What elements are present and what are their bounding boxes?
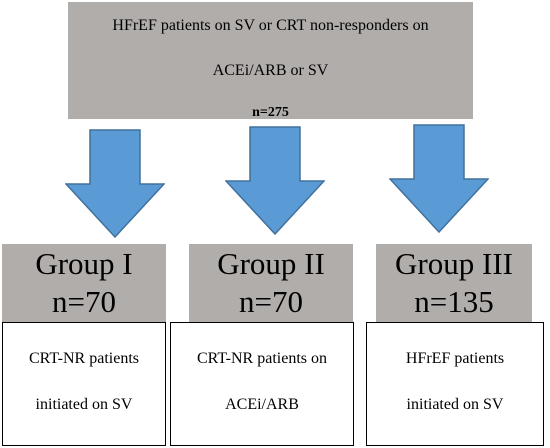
down-arrow-icon	[389, 124, 489, 234]
group-1-description-box: CRT-NR patients initiated on SV	[2, 322, 166, 446]
group-2-header: Group II n=70	[189, 244, 353, 322]
group-3-name: Group III	[395, 246, 513, 281]
group-1-count: n=70	[52, 284, 116, 319]
group-2-description-line-2: ACEi/ARB	[225, 396, 299, 413]
source-population-box: HFrEF patients on SV or CRT non-responde…	[68, 2, 473, 120]
group-3-description-line-2: initiated on SV	[406, 396, 504, 413]
group-2-description-box: CRT-NR patients on ACEi/ARB	[170, 322, 354, 446]
group-3-description-line-1: HFrEF patients	[405, 350, 505, 367]
group-1-name: Group I	[35, 246, 133, 281]
source-population-line-2: ACEi/ARB or SV	[212, 62, 329, 79]
source-population-line-1: HFrEF patients on SV or CRT non-responde…	[112, 17, 429, 34]
group-3-description-box: HFrEF patients initiated on SV	[366, 322, 544, 446]
down-arrow-icon	[225, 126, 325, 236]
group-1-description-line-2: initiated on SV	[35, 396, 133, 413]
group-2-name: Group II	[217, 246, 325, 281]
group-1-header: Group I n=70	[2, 244, 166, 322]
down-arrow-icon	[65, 129, 165, 239]
group-3-header: Group III n=135	[376, 244, 532, 322]
group-2-count: n=70	[239, 284, 303, 319]
source-population-count: n=275	[252, 105, 289, 120]
group-2-description-line-1: CRT-NR patients on	[196, 350, 327, 367]
group-1-description-line-1: CRT-NR patients	[28, 350, 139, 367]
group-3-count: n=135	[414, 284, 494, 319]
